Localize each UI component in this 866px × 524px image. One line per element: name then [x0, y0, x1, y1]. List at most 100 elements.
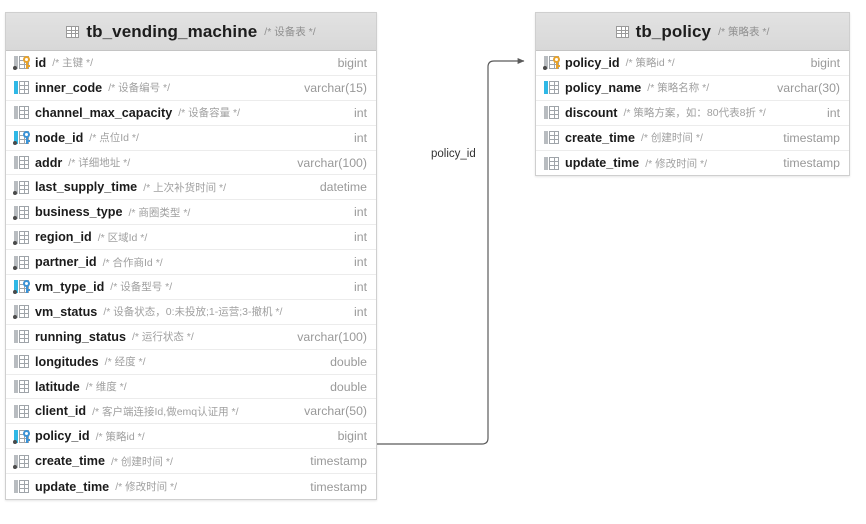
entity-title: tb_policy: [635, 21, 712, 41]
column-name: client_id: [35, 404, 87, 419]
column-comment: /* 上次补货时间 */: [143, 181, 227, 194]
column-name: longitudes: [35, 354, 99, 369]
column-type: varchar(15): [304, 80, 367, 95]
relationship-label: policy_id: [431, 148, 476, 160]
column-name: vm_status: [35, 304, 98, 319]
column-row[interactable]: region_id /* 区域Id */ int: [6, 225, 376, 251]
column-name: id: [35, 55, 47, 70]
column-comment: /* 修改时间 */: [645, 157, 708, 170]
column-comment: /* 合作商Id */: [102, 256, 163, 269]
column-row[interactable]: client_id/* 客户端连接Id,做emq认证用 */varchar(50…: [6, 399, 376, 425]
not-null-column-icon: [13, 230, 30, 245]
column-type: varchar(50): [304, 404, 367, 419]
column-type: varchar(30): [777, 80, 840, 95]
column-type: timestamp: [783, 130, 840, 145]
column-row[interactable]: last_supply_time /* 上次补货时间 */ datetime: [6, 175, 376, 201]
column-name: vm_type_id: [35, 279, 105, 294]
column-comment: /* 策略方案，如：80代表8折 */: [623, 107, 766, 120]
column-name: latitude: [35, 379, 80, 394]
column-type: int: [354, 230, 367, 245]
primary-key-icon: [543, 55, 560, 71]
column-row[interactable]: business_type/* 商圈类型 */int: [6, 200, 376, 226]
column-row[interactable]: update_time/* 修改时间 */timestamp: [536, 151, 849, 176]
column-row[interactable]: longitudes/* 经度 */double: [6, 350, 376, 375]
column-icon: [13, 329, 30, 344]
column-name: policy_id: [35, 429, 90, 444]
column-type: int: [354, 105, 367, 120]
column-icon: [13, 155, 30, 170]
column-name: channel_max_capacity: [35, 105, 173, 120]
column-icon: [543, 156, 560, 171]
column-row[interactable]: policy_name/* 策略名称 */varchar(30): [536, 76, 849, 101]
column-row[interactable]: create_time/* 创建时间 */timestamp: [6, 449, 376, 475]
column-icon: [13, 479, 30, 494]
column-row[interactable]: inner_code /* 设备编号 */ varchar(15): [6, 76, 376, 101]
column-row[interactable]: update_time /* 修改时间 */ timestamp: [6, 474, 376, 499]
primary-key-icon: [13, 55, 30, 71]
column-type: datetime: [319, 180, 367, 195]
table-icon: [66, 25, 80, 38]
column-type: bigint: [337, 429, 367, 444]
column-row[interactable]: latitude/* 维度 */double: [6, 375, 376, 400]
column-row[interactable]: vm_status/* 设备状态，0:未投放;1-运营;3-撤机 */int: [6, 300, 376, 325]
column-row[interactable]: channel_max_capacity /* 设备容量 */ int: [6, 101, 376, 126]
entity-tb-vending-machine[interactable]: tb_vending_machine /* 设备表 */ id /* 主键 */ b…: [5, 12, 377, 501]
entity-header[interactable]: tb_vending_machine /* 设备表 */: [6, 13, 376, 51]
column-comment: /* 设备容量 */: [178, 107, 241, 120]
column-type: double: [330, 354, 367, 369]
column-name: addr: [35, 155, 63, 170]
column-icon: [543, 130, 560, 145]
index-column-icon: [13, 80, 30, 95]
not-null-column-icon: [13, 205, 30, 220]
column-row[interactable]: policy_id/* 策略id */bigint: [536, 51, 849, 76]
foreign-key-icon: [13, 429, 30, 444]
column-name: node_id: [35, 130, 84, 145]
column-list: id /* 主键 */ bigint inner_code /* 设备编号 */ varc…: [6, 51, 376, 499]
column-row[interactable]: node_id /* 点位Id */ int: [6, 126, 376, 151]
column-name: region_id: [35, 230, 92, 245]
not-null-column-icon: [13, 304, 30, 320]
column-name: create_time: [35, 454, 106, 469]
column-type: timestamp: [310, 479, 367, 494]
entity-tb-policy[interactable]: tb_policy /* 策略表 */ policy_id/* 策略id */b…: [535, 12, 850, 177]
column-type: int: [354, 255, 367, 270]
column-name: last_supply_time: [35, 180, 138, 195]
entity-title: tb_vending_machine: [86, 21, 258, 41]
column-row[interactable]: partner_id /* 合作商Id */ int: [6, 250, 376, 276]
column-row[interactable]: vm_type_id/* 设备型号 */int: [6, 275, 376, 300]
table-icon: [615, 25, 629, 38]
column-comment: /* 设备状态，0:未投放;1-运营;3-撤机 */: [103, 306, 283, 319]
column-comment: /* 创建时间 */: [111, 455, 173, 468]
column-type: double: [330, 379, 367, 394]
column-comment: /* 商圈类型 */: [128, 206, 191, 219]
column-row[interactable]: id/* 主键 */bigint: [6, 51, 376, 76]
column-type: timestamp: [783, 156, 840, 170]
column-row[interactable]: discount/* 策略方案，如：80代表8折 */int: [536, 101, 849, 126]
column-row[interactable]: running_status/* 运行状态 */varchar(100): [6, 325, 376, 350]
column-icon: [543, 105, 560, 120]
column-comment: /* 点位Id */: [89, 132, 139, 145]
column-comment: /* 区域Id */: [97, 231, 148, 244]
column-comment: /* 主键 */: [52, 57, 94, 70]
column-name: update_time: [35, 479, 110, 494]
column-icon: [13, 404, 30, 419]
relationship-path: [377, 58, 525, 445]
column-comment: /* 策略名称 */: [647, 82, 710, 95]
entity-comment: /* 设备表 */: [264, 26, 316, 38]
column-name: inner_code: [35, 80, 103, 95]
column-row[interactable]: addr /* 详细地址 */ varchar(100): [6, 151, 376, 176]
column-name: running_status: [35, 329, 126, 344]
column-type: int: [354, 130, 367, 145]
entity-header[interactable]: tb_policy /* 策略表 */: [536, 13, 849, 51]
column-comment: /* 修改时间 */: [115, 481, 178, 494]
column-name: partner_id: [35, 255, 97, 270]
column-type: int: [354, 205, 367, 220]
column-comment: /* 详细地址 */: [68, 157, 131, 169]
column-icon: [13, 379, 30, 394]
column-type: varchar(100): [297, 155, 367, 170]
column-row[interactable]: policy_id/* 策略id */bigint: [6, 424, 376, 450]
column-type: int: [354, 279, 367, 294]
column-row[interactable]: create_time/* 创建时间 */timestamp: [536, 126, 849, 151]
column-comment: /* 设备编号 */: [108, 82, 171, 95]
